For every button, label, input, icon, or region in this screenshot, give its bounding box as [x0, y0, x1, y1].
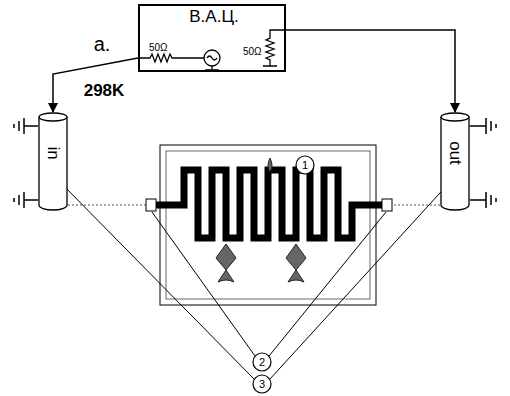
connector — [146, 199, 156, 211]
cylinder-body — [441, 117, 469, 210]
connector — [382, 199, 392, 211]
pad — [216, 158, 306, 282]
cylinder-top — [39, 113, 67, 121]
port-label: out — [446, 141, 465, 165]
impedance-label: 50Ω — [243, 46, 262, 57]
temperature-label: 298K — [84, 82, 125, 99]
panel-letter: a. — [94, 34, 111, 54]
device-title: В.А.Ц. — [140, 8, 288, 27]
vna-internals — [140, 30, 284, 70]
callout-number: 3 — [259, 379, 265, 390]
callout-number: 2 — [259, 357, 265, 368]
cylinder-body — [39, 117, 67, 210]
hairpin-filter — [156, 170, 382, 238]
signal-wire — [286, 30, 455, 112]
cable-cylinder: out — [440, 112, 470, 210]
callout-number: 1 — [302, 160, 308, 171]
leader-line — [60, 182, 450, 379]
cylinder-top — [441, 113, 469, 121]
callout-circle — [253, 156, 314, 393]
signal-wire — [53, 58, 138, 112]
port-label: in — [44, 147, 63, 160]
cylinder-outline — [38, 112, 68, 210]
impedance-label: 50Ω — [149, 42, 168, 53]
analyzer-box: В.А.Ц. 50Ω 50Ω — [138, 4, 286, 72]
cable-cylinder: in — [38, 112, 68, 210]
